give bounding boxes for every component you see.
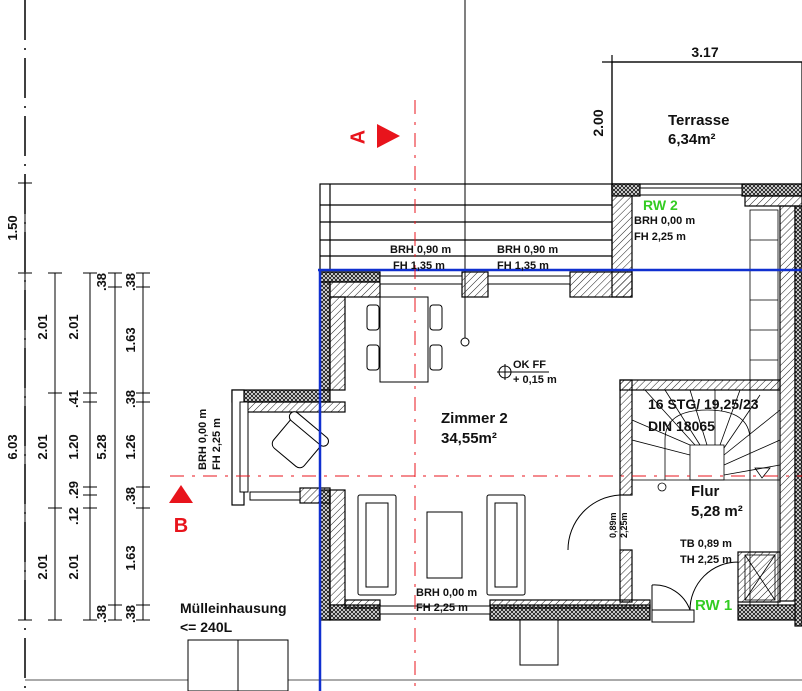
terrace <box>602 55 802 190</box>
level-marker: OK FF + 0,15 m <box>497 359 557 386</box>
dim-col5-6: .38 <box>123 605 138 623</box>
entry-door-tb: TB 0,89 m <box>680 538 732 550</box>
section-a-marker-icon <box>377 124 400 148</box>
dim-col3-3: .29 <box>66 481 81 499</box>
dim-col2-2: 2.01 <box>35 554 50 579</box>
entry-door-th: TH 2,25 m <box>680 554 732 566</box>
staircase <box>631 209 781 606</box>
dim-col5-1: 1.63 <box>123 327 138 352</box>
terrace-area: 6,34m² <box>668 131 716 148</box>
rw2-label: RW 2 <box>643 197 678 213</box>
dim-col4-0: .38 <box>94 273 109 291</box>
window2-brh: BRH 0,90 m <box>497 244 558 256</box>
stairs-norm: DIN 18065 <box>648 418 715 434</box>
dim-col5-4: .38 <box>123 487 138 505</box>
reference-point <box>460 337 470 347</box>
rw2-brh: BRH 0,00 m <box>634 215 695 227</box>
flur-door-height: 2,25m <box>619 512 629 538</box>
flur-name: Flur <box>691 483 719 500</box>
dim-col3-2: 1.20 <box>66 434 81 459</box>
dim-col4-2: .38 <box>94 605 109 623</box>
rw2-fh: FH 2,25 m <box>634 231 686 243</box>
balcony-steps <box>319 183 613 271</box>
flur-area: 5,28 m² <box>691 503 743 520</box>
dim-col5-0: .38 <box>123 273 138 291</box>
dim-col2-1: 2.01 <box>35 434 50 459</box>
dim-col3-1: .41 <box>66 390 81 408</box>
terrace-name: Terrasse <box>668 112 729 129</box>
bottom-window-brh: BRH 0,00 m <box>416 587 477 599</box>
dimension-labels: 1.50 6.03 2.01 2.01 2.01 2.01 .41 1.20 .… <box>5 215 138 623</box>
dim-col1-1: 6.03 <box>5 434 20 459</box>
section-b-marker-icon <box>169 485 193 503</box>
zimmer-name: Zimmer 2 <box>441 410 508 427</box>
dim-col5-2: .38 <box>123 390 138 408</box>
armchair <box>271 411 329 469</box>
dim-col5-3: 1.26 <box>123 434 138 459</box>
level-label: OK FF <box>513 359 546 371</box>
dim-col4-1: 5.28 <box>94 434 109 459</box>
dim-col3-5: 2.01 <box>66 554 81 579</box>
dim-col3-0: 2.01 <box>66 314 81 339</box>
dim-col3-4: .12 <box>66 507 81 525</box>
rw1-label: RW 1 <box>695 597 732 614</box>
zimmer-area: 34,55m² <box>441 430 497 447</box>
flur-door-width: 0,89m <box>608 512 618 538</box>
dim-col1-0: 1.50 <box>5 215 20 240</box>
windows <box>239 187 743 666</box>
bay-brh: BRH 0,00 m <box>197 409 209 470</box>
terrace-width-dim: 3.17 <box>691 44 718 60</box>
dimension-chains <box>18 180 150 621</box>
stairs-spec: 16 STG/ 19,25/23 <box>648 396 759 412</box>
dining-table <box>379 296 429 383</box>
window2-fh: FH 1,35 m <box>497 260 549 272</box>
window1-brh: BRH 0,90 m <box>390 244 451 256</box>
muell-name: Mülleinhausung <box>180 600 287 616</box>
bottom-window-fh: FH 2,25 m <box>416 602 468 614</box>
coffee-table <box>426 511 463 579</box>
section-b-label: B <box>174 515 188 537</box>
dim-col5-5: 1.63 <box>123 545 138 570</box>
muell-sub: <= 240L <box>180 619 233 635</box>
terrace-depth-dim: 2.00 <box>590 109 606 136</box>
section-a-label: A <box>347 130 369 144</box>
window1-fh: FH 1,35 m <box>393 260 445 272</box>
doors <box>567 494 739 620</box>
level-value: + 0,15 m <box>513 374 557 386</box>
dim-col2-0: 2.01 <box>35 314 50 339</box>
bay-fh: FH 2,25 m <box>211 418 223 470</box>
furniture <box>187 296 526 691</box>
